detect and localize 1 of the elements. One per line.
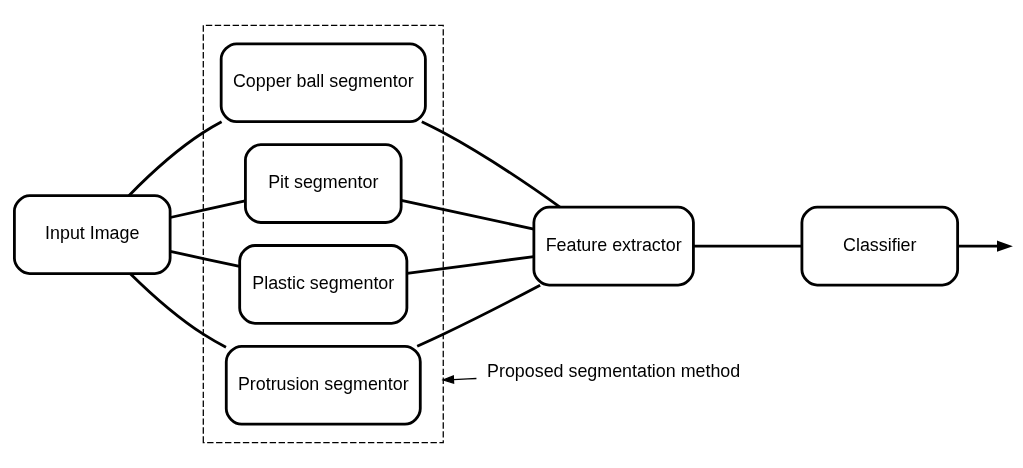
node-text: Proposed segmentation method: [486, 361, 740, 382]
